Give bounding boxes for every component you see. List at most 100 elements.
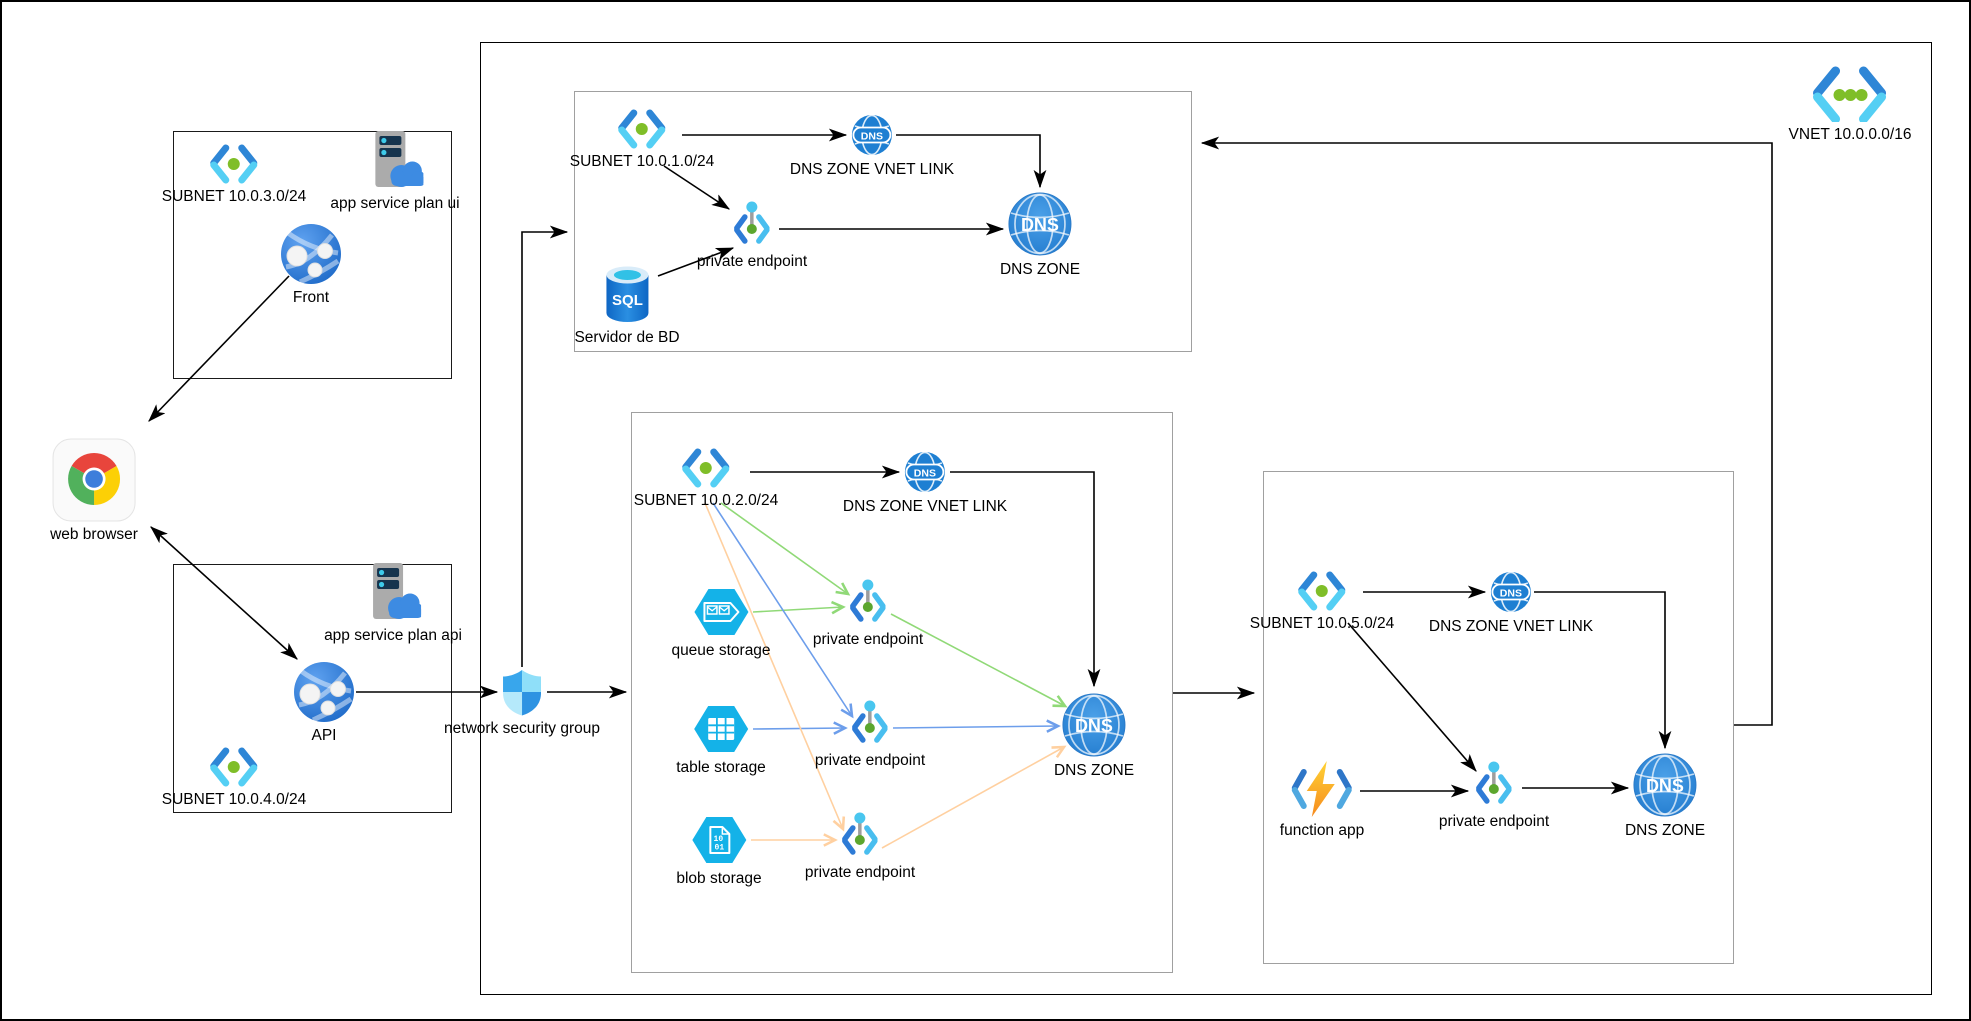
db-server-node[interactable]: SQL Servidor de BD xyxy=(574,261,680,347)
edge-s2-queue-to-pe xyxy=(752,600,846,615)
s2-pe-blob-label: private endpoint xyxy=(804,864,916,881)
s2-dns-zone-node[interactable]: DNS DNS ZONE xyxy=(1054,692,1134,780)
s5-dns-zone-node[interactable]: DNS DNS ZONE xyxy=(1625,752,1705,840)
svg-text:SQL: SQL xyxy=(612,292,643,309)
s2-dns-zone-label: DNS ZONE xyxy=(1053,762,1135,779)
s5-dns-zone-label: DNS ZONE xyxy=(1624,822,1706,839)
edge-s2-pe-blob-to-dnszone xyxy=(881,745,1067,849)
s2-pe-queue-label: private endpoint xyxy=(812,631,924,648)
web-browser-label: web browser xyxy=(50,526,138,543)
nsg-node[interactable]: network security group xyxy=(444,668,600,738)
subnet2-node[interactable]: SUBNET 10.0.2.0/24 xyxy=(634,448,778,510)
private-endpoint-icon xyxy=(846,577,890,627)
subnet4-node[interactable]: SUBNET 10.0.4.0/24 xyxy=(162,747,306,809)
edge-front-to-browser xyxy=(149,275,290,421)
edge-s2-pe-table-to-dnszone xyxy=(892,719,1061,733)
s1-dns-link-node[interactable]: DNS DNS ZONE VNET LINK xyxy=(790,113,954,179)
api-label: API xyxy=(311,727,337,744)
subnet2-box[interactable] xyxy=(631,412,1173,973)
app-service-icon xyxy=(280,223,342,285)
app-plan-api-label: app service plan api xyxy=(324,627,462,644)
dns-zone-icon: DNS xyxy=(1007,191,1073,257)
s2-pe-queue-node[interactable]: private endpoint xyxy=(813,577,923,649)
dns-zone-vnet-link-icon: DNS xyxy=(850,113,894,157)
s5-private-endpoint-node[interactable]: private endpoint xyxy=(1439,759,1549,831)
subnet-icon xyxy=(207,747,261,787)
app-service-icon xyxy=(293,661,355,723)
vnet-label: VNET 10.0.0.0/16 xyxy=(1788,126,1912,143)
subnet1-node[interactable]: SUBNET 10.0.1.0/24 xyxy=(570,109,714,171)
edge-subnet5-loop-to-subnet1-box xyxy=(1202,143,1773,726)
table-storage-node[interactable]: table storage xyxy=(676,703,766,777)
s1-private-endpoint-label: private endpoint xyxy=(696,253,808,270)
app-plan-ui-node[interactable]: app service plan ui xyxy=(330,129,460,213)
s1-dns-zone-node[interactable]: DNS DNS ZONE xyxy=(1000,191,1080,279)
subnet1-box[interactable] xyxy=(574,91,1192,352)
dns-zone-vnet-link-icon: DNS xyxy=(1489,570,1533,614)
s2-pe-blob-node[interactable]: private endpoint xyxy=(805,810,915,882)
s1-dns-zone-label: DNS ZONE xyxy=(999,261,1081,278)
svg-text:DNS: DNS xyxy=(1500,588,1522,600)
s2-pe-table-node[interactable]: private endpoint xyxy=(815,698,925,770)
web-browser-node[interactable]: web browser xyxy=(50,438,138,544)
vnet-box[interactable] xyxy=(480,42,1932,995)
edge-browser-api xyxy=(151,527,297,659)
app-service-plan-icon xyxy=(367,129,425,191)
edge-s1-dnslink-to-dnszone xyxy=(896,134,1040,187)
subnet2-label: SUBNET 10.0.2.0/24 xyxy=(633,492,779,509)
svg-text:DNS: DNS xyxy=(1075,716,1113,736)
queue-storage-node[interactable]: queue storage xyxy=(671,586,771,660)
edge-s2-pe-queue-to-dnszone xyxy=(890,613,1068,708)
subnet3-label: SUBNET 10.0.3.0/24 xyxy=(161,188,307,205)
svg-text:DNS: DNS xyxy=(1646,776,1684,796)
queue-storage-label: queue storage xyxy=(671,642,771,659)
function-app-icon xyxy=(1290,760,1354,818)
s5-private-endpoint-label: private endpoint xyxy=(1438,813,1550,830)
svg-text:01: 01 xyxy=(714,844,724,853)
subnet5-box[interactable] xyxy=(1263,471,1734,964)
private-endpoint-icon xyxy=(848,698,892,748)
edge-s2-subnet-to-pe-table xyxy=(712,502,854,719)
app-plan-ui-label: app service plan ui xyxy=(330,195,460,212)
front-node[interactable]: Front xyxy=(280,223,342,307)
table-storage-icon xyxy=(692,703,750,755)
function-app-node[interactable]: function app xyxy=(1280,760,1364,840)
edge-s1-subnet-to-pe xyxy=(663,165,729,209)
ui-subnet-box[interactable] xyxy=(173,131,452,379)
s2-dns-link-node[interactable]: DNS DNS ZONE VNET LINK xyxy=(843,450,1007,516)
edge-s2-dnslink-to-dnszone xyxy=(950,471,1094,686)
sql-server-icon: SQL xyxy=(600,261,654,325)
edge-s1-sql-to-pe xyxy=(657,247,733,277)
api-node[interactable]: API xyxy=(293,661,355,745)
nsg-label: network security group xyxy=(444,720,600,737)
s5-dns-link-label: DNS ZONE VNET LINK xyxy=(1428,618,1594,635)
subnet-icon xyxy=(679,448,733,488)
svg-text:10: 10 xyxy=(713,835,723,844)
s5-dns-link-node[interactable]: DNS DNS ZONE VNET LINK xyxy=(1429,570,1593,636)
edge-nsg-to-subnet1-box xyxy=(521,232,567,667)
app-plan-api-node[interactable]: app service plan api xyxy=(324,561,462,645)
subnet-icon xyxy=(1295,571,1349,611)
dns-zone-icon: DNS xyxy=(1061,692,1127,758)
edge-s5-subnet-to-pe xyxy=(1347,622,1476,771)
subnet3-node[interactable]: SUBNET 10.0.3.0/24 xyxy=(162,144,306,206)
app-service-plan-icon xyxy=(365,561,423,623)
private-endpoint-icon xyxy=(730,199,774,249)
network-security-group-icon xyxy=(500,668,544,716)
db-server-label: Servidor de BD xyxy=(574,329,680,346)
queue-storage-icon xyxy=(692,586,750,638)
edge-s2-subnet-to-pe-blob xyxy=(704,502,846,832)
vnet-node[interactable]: VNET 10.0.0.0/16 xyxy=(1788,66,1912,144)
edge-s5-dnslink-to-dnszone xyxy=(1534,591,1665,748)
blob-storage-label: blob storage xyxy=(676,870,762,887)
s1-private-endpoint-node[interactable]: private endpoint xyxy=(697,199,807,271)
subnet5-node[interactable]: SUBNET 10.0.5.0/24 xyxy=(1250,571,1394,633)
function-app-label: function app xyxy=(1279,822,1365,839)
s2-pe-table-label: private endpoint xyxy=(814,752,926,769)
api-subnet-box[interactable] xyxy=(173,564,452,813)
subnet-icon xyxy=(207,144,261,184)
svg-text:DNS: DNS xyxy=(914,468,936,480)
